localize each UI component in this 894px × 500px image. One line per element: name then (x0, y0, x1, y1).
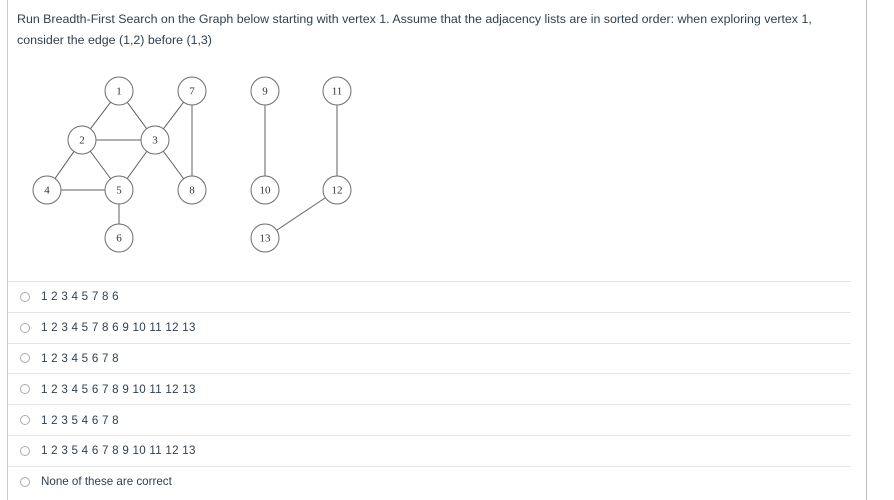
graph-node-circle-11 (322, 76, 352, 106)
graph-node-label-11: 11 (332, 86, 343, 98)
radio-button-icon[interactable] (20, 291, 30, 302)
answer-option-label: 1 2 3 4 5 7 8 6 9 10 11 12 13 (41, 321, 196, 335)
graph-edge-12-13 (276, 197, 326, 231)
answer-option-label: None of these are correct (41, 475, 172, 489)
graph-node-6: 6 (104, 223, 134, 253)
graph-node-circle-5 (104, 175, 134, 205)
graph-edge-1-3 (126, 101, 148, 130)
graph-node-circle-13 (250, 223, 280, 253)
graph-edge-2-4 (54, 151, 75, 179)
graph-node-5: 5 (104, 175, 134, 205)
graph-node-circle-8 (177, 175, 207, 205)
answer-option-label: 1 2 3 5 4 6 7 8 9 10 11 12 13 (41, 444, 196, 458)
graph-node-label-13: 13 (260, 233, 272, 245)
graph-edge-3-7 (163, 101, 184, 130)
answer-option-label: 1 2 3 4 5 6 7 8 9 10 11 12 13 (41, 382, 196, 396)
graph-node-circle-2 (67, 125, 97, 155)
graph-node-circle-1 (104, 76, 134, 106)
graph-node-label-8: 8 (189, 185, 195, 197)
graph-edge-2-5 (89, 150, 112, 180)
answer-option-label: 1 2 3 5 4 6 7 8 (41, 413, 119, 427)
answer-option-label: 1 2 3 4 5 6 7 8 (41, 351, 119, 365)
graph-node-3: 3 (140, 125, 170, 155)
graph-node-circle-12 (322, 175, 352, 205)
graph-node-label-10: 10 (260, 185, 272, 197)
radio-button-icon[interactable] (20, 322, 30, 333)
radio-button-icon[interactable] (20, 445, 30, 456)
graph-node-label-2: 2 (79, 135, 85, 147)
graph-node-10: 10 (250, 175, 280, 205)
graph-node-2: 2 (67, 125, 97, 155)
graph-edge-layer (54, 101, 338, 231)
panel-right-border (866, 0, 867, 500)
graph-node-label-12: 12 (332, 185, 343, 197)
answer-option-row[interactable]: 1 2 3 4 5 7 8 6 (8, 281, 851, 312)
answer-option-row[interactable]: 1 2 3 4 5 6 7 8 (8, 342, 851, 374)
panel-left-border (7, 0, 8, 500)
graph-node-label-1: 1 (116, 86, 122, 98)
graph-node-circle-7 (177, 76, 207, 106)
radio-button-icon[interactable] (20, 353, 30, 364)
graph-node-circle-9 (250, 76, 280, 106)
answer-options-list: 1 2 3 4 5 7 8 6 1 2 3 4 5 7 8 6 9 10 11 1… (8, 281, 851, 497)
graph-edge-3-5 (126, 151, 148, 179)
answer-option-row[interactable]: 1 2 3 4 5 6 7 8 9 10 11 12 13 (8, 373, 851, 404)
graph-node-label-9: 9 (262, 86, 268, 98)
answer-option-label: 1 2 3 4 5 7 8 6 (41, 290, 119, 304)
graph-node-1: 1 (104, 76, 134, 106)
answer-option-row[interactable]: 1 2 3 5 4 6 7 8 9 10 11 12 13 (8, 434, 851, 466)
graph-node-11: 11 (322, 76, 352, 106)
graph-node-label-4: 4 (44, 185, 50, 197)
answer-option-row[interactable]: 1 2 3 4 5 7 8 6 9 10 11 12 13 (8, 311, 851, 343)
radio-button-icon[interactable] (20, 415, 30, 426)
graph-node-label-7: 7 (189, 86, 195, 98)
graph-node-4: 4 (32, 175, 62, 205)
question-prompt: Run Breadth-First Search on the Graph be… (17, 12, 812, 47)
graph-node-7: 7 (177, 76, 207, 106)
graph-node-circle-10 (250, 175, 280, 205)
radio-button-icon[interactable] (20, 476, 30, 487)
graph-node-12: 12 (322, 175, 352, 205)
graph-node-circle-6 (104, 223, 134, 253)
radio-button-icon[interactable] (20, 384, 30, 395)
graph-edge-3-8 (162, 150, 185, 180)
graph-node-13: 13 (250, 223, 280, 253)
graph-edge-1-2 (90, 101, 111, 130)
graph-node-circle-3 (140, 125, 170, 155)
graph-node-label-3: 3 (152, 135, 158, 147)
answer-option-row[interactable]: 1 2 3 5 4 6 7 8 (8, 404, 851, 435)
graph-node-label-6: 6 (116, 233, 122, 245)
answer-option-row[interactable]: None of these are correct (8, 465, 851, 497)
graph-node-label-5: 5 (116, 185, 122, 197)
graph-node-9: 9 (250, 76, 280, 106)
graph-node-circle-4 (32, 175, 62, 205)
graph-node-8: 8 (177, 175, 207, 205)
